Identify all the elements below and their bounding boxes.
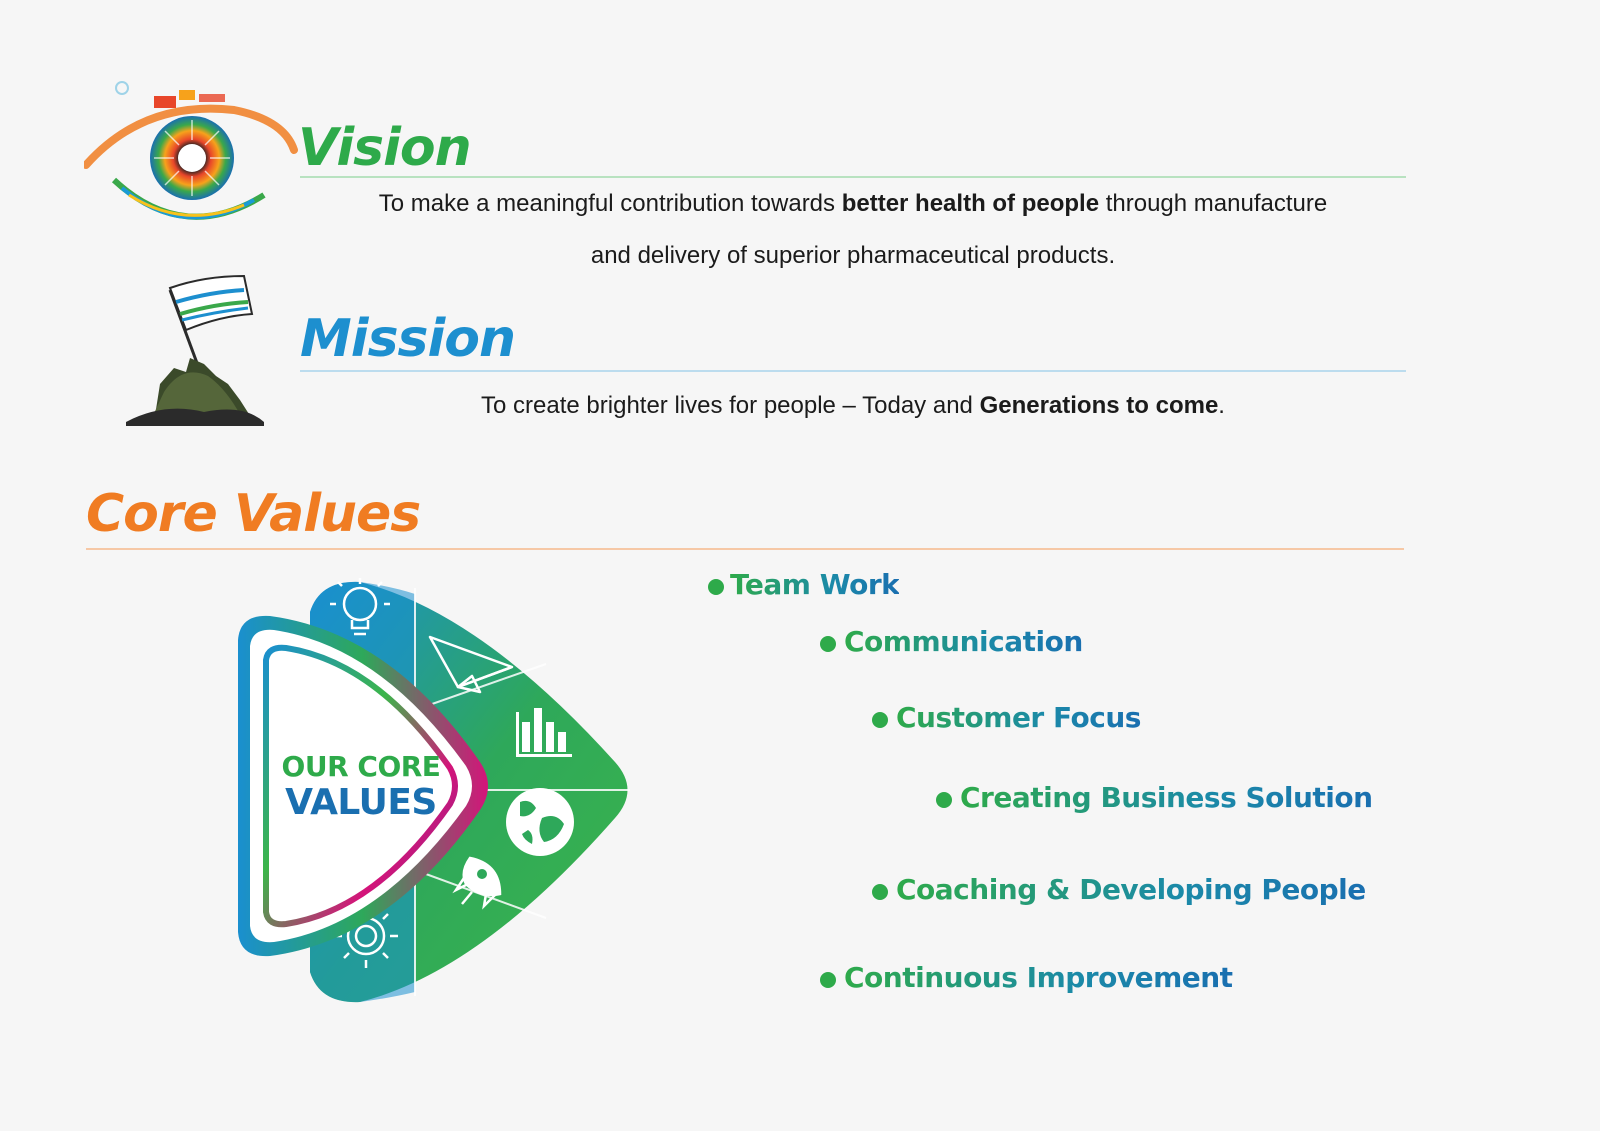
vision-statement-line1: To make a meaningful contribution toward… [300, 188, 1406, 220]
mission-flag-illustration [124, 272, 274, 432]
vision-text-post: through manufacture [1099, 190, 1328, 217]
core-value-continuous-improvement: Continuous Improvement [844, 961, 1233, 994]
mission-text-pre: To create brighter lives for people – To… [481, 392, 980, 419]
core-values-badge [238, 615, 488, 957]
mission-title: Mission [300, 309, 516, 369]
connector-creating-business-solution [640, 792, 952, 808]
vision-eye-illustration [82, 80, 314, 250]
mission-divider [300, 370, 1406, 372]
core-value-coaching-developing-people: Coaching & Developing People [896, 873, 1366, 906]
mission-statement: To create brighter lives for people – To… [300, 390, 1406, 422]
vision-title: Vision [298, 118, 472, 178]
connector-communication [520, 636, 836, 652]
badge-line2: VALUES [285, 782, 437, 823]
connector-team-work [410, 579, 724, 595]
flag-raising-icon [126, 274, 264, 426]
core-values-divider [86, 548, 1404, 550]
core-value-communication: Communication [844, 625, 1083, 658]
connector-customer-focus [600, 712, 888, 728]
core-values-title: Core Values [86, 484, 421, 544]
rocket-icon [452, 856, 502, 910]
badge-line1: OUR CORE [281, 750, 441, 783]
vision-text-bold: better health of people [841, 190, 1100, 217]
bar-chart-icon [516, 708, 572, 757]
vision-statement-line2: and delivery of superior pharmaceutical … [590, 242, 1116, 269]
mission-text-post: . [1218, 392, 1225, 419]
vision-text-pre: To make a meaningful contribution toward… [378, 190, 842, 217]
paper-plane-icon [428, 635, 514, 694]
globe-icon [506, 788, 574, 856]
core-value-customer-focus: Customer Focus [896, 701, 1141, 734]
eye-icon [82, 81, 298, 220]
core-value-creating-business-solution: Creating Business Solution [960, 781, 1373, 814]
connector-continuous-improvement [510, 972, 836, 988]
lightbulb-icon [330, 578, 390, 636]
connector-coaching [580, 884, 888, 900]
vision-divider [300, 176, 1406, 178]
core-value-team-work: Team Work [730, 568, 900, 601]
mission-text-bold: Generations to come [979, 392, 1219, 419]
core-values-graphic [230, 572, 670, 1012]
